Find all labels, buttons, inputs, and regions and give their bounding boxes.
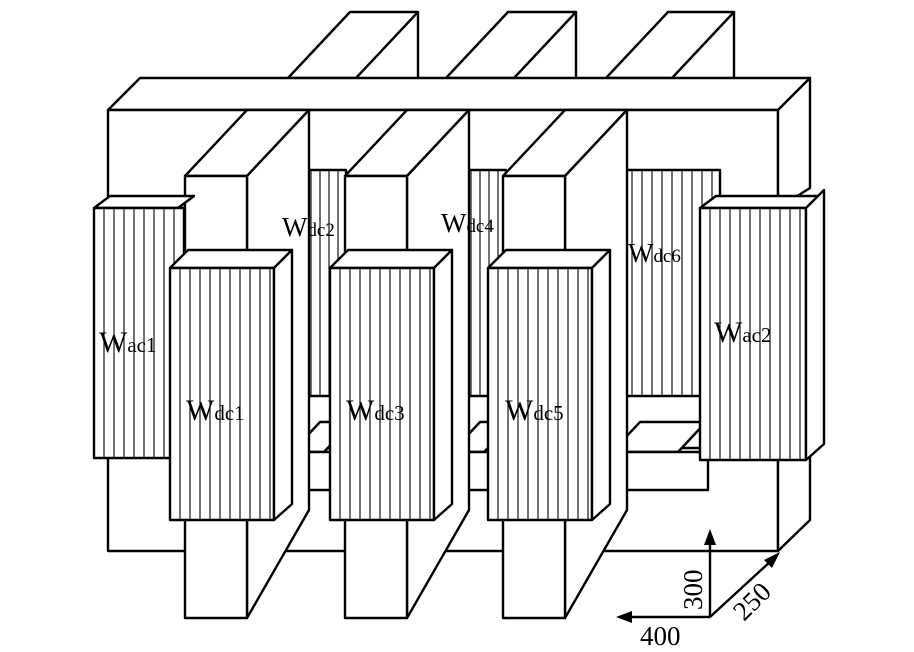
label-wdc1: Wdc1 <box>186 394 245 427</box>
winding-wdc5 <box>486 248 612 522</box>
axis-depth <box>709 559 773 618</box>
arrow-left-icon <box>616 611 632 623</box>
dim-depth-label: 250 <box>727 576 777 626</box>
arrow-diagonal-icon <box>764 552 780 568</box>
label-wdc5: Wdc5 <box>505 394 564 427</box>
winding-wdc3 <box>328 248 454 522</box>
label-wdc2: Wdc2 <box>282 212 335 242</box>
dim-height-label: 300 <box>678 570 708 611</box>
dim-width-label: 400 <box>640 621 681 651</box>
label-wdc4: Wdc4 <box>441 208 494 238</box>
winding-wac2 <box>698 188 826 462</box>
label-wdc6: Wdc6 <box>628 238 681 268</box>
back-limb-tops <box>286 10 736 80</box>
label-wac2: Wac2 <box>714 316 771 349</box>
winding-wdc1 <box>168 248 294 522</box>
label-wdc3: Wdc3 <box>346 394 405 427</box>
dimension-axes <box>616 529 780 623</box>
label-wac1: Wac1 <box>99 326 156 359</box>
arrow-up-icon <box>704 529 716 545</box>
